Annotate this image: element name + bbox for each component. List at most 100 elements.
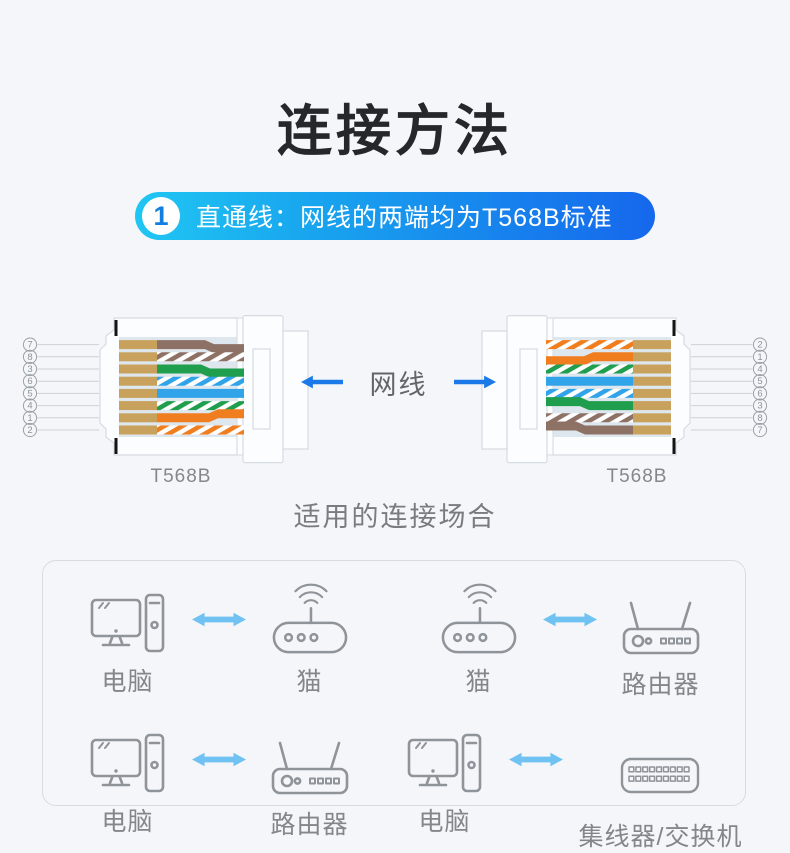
- cable-row: 网线: [301, 369, 496, 400]
- pin-number-badge: 7: [752, 422, 768, 438]
- wire-contact-gold: [119, 425, 157, 435]
- wire-brown: [546, 421, 633, 435]
- wire-contact-gold: [119, 352, 157, 362]
- device: 猫: [431, 581, 527, 698]
- step-banner-text: 直通线：网线的两端均为T568B标准: [196, 204, 613, 232]
- device-label: 电脑: [101, 668, 154, 696]
- pin-number: 6: [27, 376, 32, 387]
- pin-number-badge: 5: [752, 374, 768, 389]
- device: 电脑: [80, 721, 176, 838]
- device-label: 猫: [465, 668, 492, 696]
- pin-number: 7: [757, 425, 762, 436]
- pin-number-badge: 6: [752, 386, 768, 401]
- pin-number: 1: [757, 352, 762, 363]
- wire-orange: [157, 409, 244, 423]
- pin-number: 6: [757, 388, 762, 399]
- pair-arrow: [542, 611, 597, 633]
- pin-number-badge: 3: [752, 398, 768, 413]
- device: 猫: [262, 581, 358, 698]
- scenarios-title: 适用的连接场合: [293, 502, 497, 532]
- device: 路由器: [262, 721, 358, 841]
- arrow-left-icon: [301, 375, 343, 389]
- wire-green: [157, 364, 244, 378]
- pin-number: 3: [27, 364, 32, 375]
- pin-number-badge: 8: [752, 410, 768, 425]
- left-connector-standard-label: T568B: [150, 466, 212, 487]
- switch-icon: [620, 721, 700, 810]
- router-icon: [621, 581, 701, 658]
- strain-relief-block: [242, 315, 284, 464]
- cable-label: 网线: [369, 369, 428, 400]
- wire-blue-white: [546, 388, 633, 398]
- wire-green-white: [157, 401, 244, 411]
- wire-contact-gold: [119, 401, 157, 411]
- pin-number: 8: [757, 413, 762, 424]
- double-arrow-icon: [542, 612, 597, 627]
- wire-brown: [157, 340, 244, 354]
- wire-contact-gold: [119, 340, 157, 350]
- pin-number-badge: 2: [752, 337, 768, 352]
- pair-arrow: [191, 611, 246, 633]
- arrow-right-icon: [454, 375, 496, 389]
- device-label: 猫: [296, 668, 323, 696]
- scenario-pair: 电脑 路由器: [43, 701, 394, 853]
- device: 路由器: [613, 581, 709, 701]
- cable-end: [282, 330, 309, 450]
- cable-end: [481, 330, 508, 450]
- pin-number: 4: [27, 401, 32, 412]
- scenario-pair: 电脑 猫: [43, 561, 394, 701]
- pin-number-badge: 1: [752, 349, 768, 364]
- pin-number-badge: 1: [22, 410, 38, 425]
- pin-number-badge: 4: [22, 398, 38, 413]
- wire-brown-white: [546, 413, 633, 423]
- double-arrow-icon: [191, 612, 246, 627]
- pin-number: 4: [757, 364, 762, 375]
- plug-tick-mark: [114, 320, 118, 336]
- wire-contact-gold: [633, 401, 671, 411]
- modem-icon: [272, 581, 348, 655]
- double-arrow-icon: [191, 752, 246, 767]
- strain-relief-slot: [519, 348, 538, 430]
- device-label: 集线器/交换机: [578, 823, 743, 851]
- pin-number-badge: 3: [22, 361, 38, 377]
- pin-number-badge: 8: [22, 349, 38, 364]
- wire-blue: [546, 376, 633, 386]
- wire-orange-white: [546, 340, 633, 350]
- pin-number: 8: [27, 352, 32, 363]
- pin-number: 1: [27, 413, 32, 424]
- wire-contact-gold: [633, 425, 671, 435]
- pin-number-badge: 2: [22, 422, 38, 438]
- router-icon: [270, 721, 350, 798]
- double-arrow-icon: [508, 752, 563, 767]
- plug-tick-mark: [672, 438, 676, 454]
- wire-contact-gold: [633, 364, 671, 374]
- step-banner: 1 直通线：网线的两端均为T568B标准: [135, 192, 655, 240]
- wire-brown-white: [157, 352, 244, 362]
- device: 电脑: [397, 721, 493, 838]
- pin-number: 2: [27, 425, 32, 436]
- wire-green-white: [546, 364, 633, 374]
- desktop-computer-icon: [90, 581, 166, 655]
- wire-contact-gold: [119, 364, 157, 374]
- pin-number: 7: [27, 340, 32, 351]
- pair-arrow: [508, 751, 563, 773]
- pair-arrow: [191, 751, 246, 773]
- strain-relief-block: [506, 315, 548, 464]
- wire-green: [546, 397, 633, 411]
- pin-number-badge: 4: [752, 361, 768, 377]
- pin-number: 2: [757, 340, 762, 351]
- device-label: 电脑: [418, 808, 471, 836]
- wire-contact-gold: [633, 352, 671, 362]
- wire-contact-gold: [119, 388, 157, 398]
- device: 电脑: [80, 581, 176, 698]
- wire-contact-gold: [119, 376, 157, 386]
- device-label: 路由器: [621, 671, 700, 699]
- plug-tick-mark: [672, 320, 676, 336]
- device: 集线器/交换机: [579, 721, 743, 853]
- pin-number: 5: [757, 376, 762, 387]
- right-connector-standard-label: T568B: [606, 466, 668, 487]
- pin-number-badge: 6: [22, 374, 38, 389]
- wire-contact-gold: [633, 376, 671, 386]
